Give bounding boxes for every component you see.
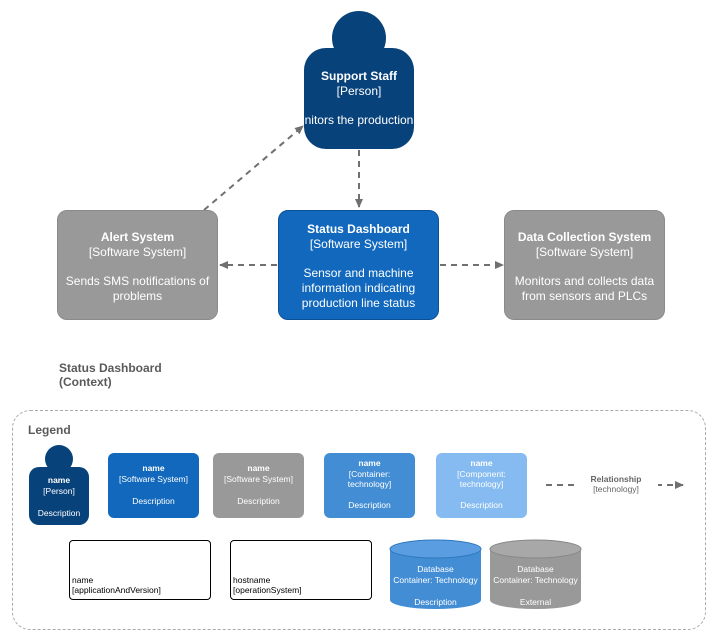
status-dashboard-desc: Sensor and machine information indicatin… [301, 266, 416, 310]
legend-external-database-tech: Container: Technology [493, 574, 578, 585]
legend-external-database-desc: External [519, 597, 552, 607]
legend-person: name [Person] Description [29, 467, 89, 525]
legend-relationship-label: Relationship [technology] [574, 474, 658, 494]
legend-panel [12, 410, 706, 630]
data-collection-type: [Software System] [535, 245, 634, 259]
data-collection-name: Data Collection System [517, 230, 652, 244]
alert-system-desc: Sends SMS notifications of problems [65, 274, 210, 303]
legend-container: name [Container: technology] Description [324, 453, 415, 518]
legend-database-desc: Description [414, 597, 457, 607]
legend-person-head-icon [45, 445, 73, 473]
diagram-caption-line2: (Context) [59, 375, 112, 389]
legend-external-database-text: Database Container: Technology External [490, 564, 581, 608]
legend-person-desc: Description [37, 508, 81, 518]
legend-software-system-desc: Description [132, 496, 175, 506]
legend-person-name: name [47, 475, 71, 485]
support-staff-type: [Person] [336, 84, 382, 98]
legend-relationship-tech: [technology] [593, 484, 639, 494]
status-dashboard-type: [Software System] [309, 237, 408, 251]
status-dashboard-system: Status Dashboard [Software System] Senso… [278, 210, 439, 320]
legend-software-system-type: [Software System] [119, 473, 188, 484]
legend-external-database-name: Database [517, 564, 554, 574]
diagram-caption: Status Dashboard (Context) [59, 361, 162, 389]
legend-database-text: Database Container: Technology Descripti… [390, 564, 481, 608]
legend-external-system: name [Software System] Description [213, 453, 304, 518]
legend-title: Legend [28, 423, 71, 437]
diagram-caption-line1: Status Dashboard [59, 361, 162, 375]
legend-component: name [Component: technology] Description [436, 453, 527, 518]
support-staff-desc: nitors the production [304, 113, 414, 127]
data-collection-system: Data Collection System [Software System]… [504, 210, 665, 320]
arrow-alert-to-staff [203, 125, 304, 211]
alert-system-type: [Software System] [88, 245, 187, 259]
legend-container-type: [Container: technology] [347, 468, 392, 490]
alert-system-name: Alert System [100, 230, 175, 244]
status-dashboard-name: Status Dashboard [307, 222, 410, 236]
legend-deployment-node: name [applicationAndVersion] [69, 540, 211, 600]
legend-database-name: Database [417, 564, 454, 574]
support-staff-person: Support Staff [Person] nitors the produc… [304, 48, 414, 149]
legend-external-system-type: [Software System] [224, 473, 293, 484]
legend-database-cylinder [389, 539, 482, 609]
legend-container-desc: Description [348, 499, 391, 510]
alert-system: Alert System [Software System] Sends SMS… [57, 210, 218, 320]
legend-infrastructure-node: hostname [operationSystem] [230, 540, 372, 600]
legend-software-system-name: name [142, 463, 165, 473]
legend-component-desc: Description [460, 499, 503, 510]
legend-database-tech: Container: Technology [393, 574, 478, 585]
legend-component-name: name [470, 458, 493, 468]
legend-relationship-name: Relationship [590, 474, 642, 484]
legend-person-type: [Person] [43, 485, 75, 496]
legend-deployment-node-line2: [applicationAndVersion] [72, 585, 161, 595]
data-collection-desc: Monitors and collects data from sensors … [514, 274, 655, 303]
support-staff-name: Support Staff [321, 69, 397, 83]
legend-external-system-name: name [247, 463, 270, 473]
legend-infrastructure-node-line2: [operationSystem] [233, 585, 302, 595]
legend-external-database-cylinder [489, 539, 582, 609]
legend-software-system: name [Software System] Description [108, 453, 199, 518]
legend-container-name: name [358, 458, 381, 468]
legend-external-system-desc: Description [237, 496, 280, 506]
legend-deployment-node-line1: name [72, 575, 94, 585]
legend-component-type: [Component: technology] [457, 468, 506, 490]
legend-infrastructure-node-line1: hostname [233, 575, 271, 585]
